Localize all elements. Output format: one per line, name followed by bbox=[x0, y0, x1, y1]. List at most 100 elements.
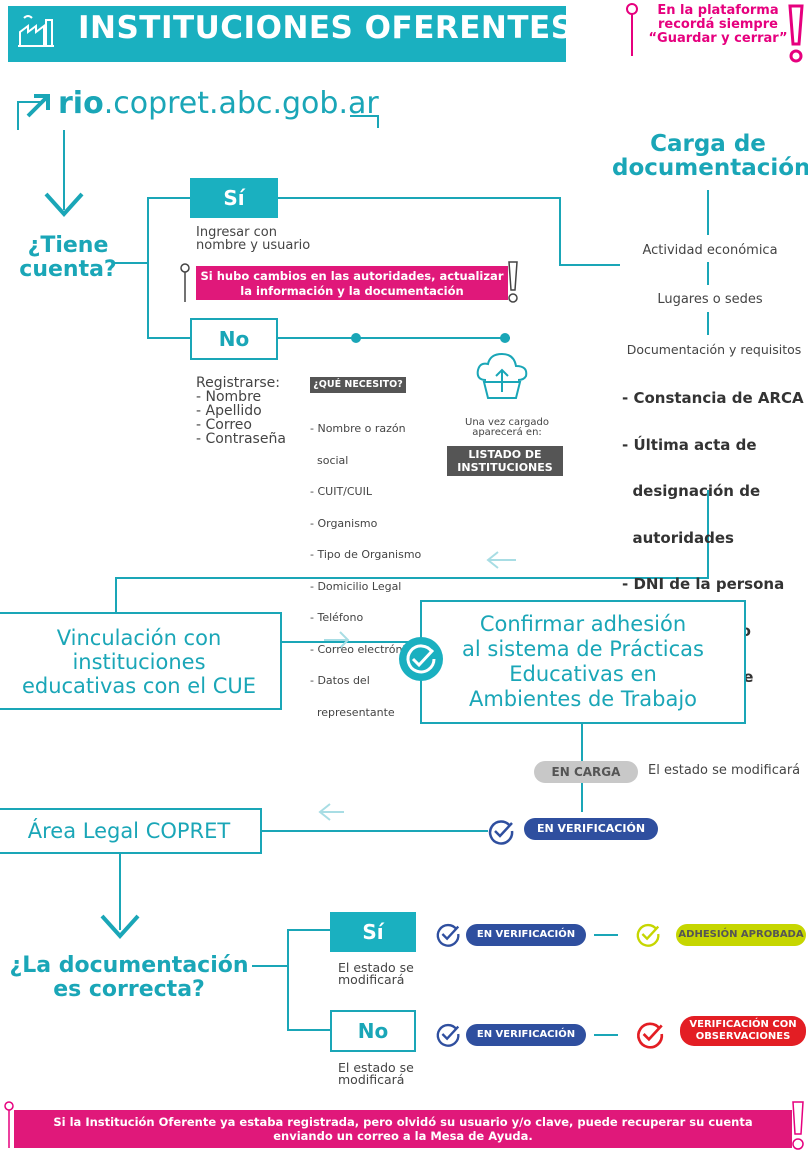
que-necesito-title: ¿QUÉ NECESITO? bbox=[310, 377, 406, 393]
factory-icon bbox=[18, 15, 54, 47]
confirmar-line-4: Ambientes de Trabajo bbox=[468, 687, 698, 711]
si-alert-banner: Si hubo cambios en las autoridades, actu… bbox=[196, 266, 508, 300]
vinculacion-box: Vinculación con instituciones educativas… bbox=[0, 612, 282, 710]
resultado-si-nota: El estado se modificará bbox=[338, 960, 414, 987]
check-circle-icon bbox=[399, 637, 443, 681]
reminder-line-2: recordá siempre bbox=[658, 17, 778, 32]
reminder-note: En la plataforma recordá siempre “Guarda… bbox=[648, 4, 788, 46]
que-necesito-list: - Nombre o razón social - CUIT/CUIL - Or… bbox=[310, 403, 421, 729]
que-necesito-item: representante bbox=[310, 705, 395, 719]
footer-line-2: enviando un correo a la Mesa de Ayuda. bbox=[273, 1129, 533, 1143]
que-necesito-item: - Organismo bbox=[310, 516, 378, 530]
que-necesito-item: - Datos del bbox=[310, 674, 370, 687]
listado-box-line-2: INSTITUCIONES bbox=[457, 461, 553, 474]
confirmar-line-3: Educativas en bbox=[509, 662, 657, 686]
pin-icon-left bbox=[180, 263, 190, 302]
listado-instituciones-box: LISTADO DE INSTITUCIONES bbox=[447, 446, 563, 476]
que-necesito-item: - CUIT/CUIL bbox=[310, 485, 372, 498]
carga-title: Carga de documentación bbox=[612, 131, 808, 181]
en-verificacion-badge: EN VERIFICACIÓN bbox=[524, 818, 658, 840]
confirmar-box: Confirmar adhesión al sistema de Práctic… bbox=[420, 600, 746, 724]
check-icon bbox=[488, 820, 514, 845]
doc-correcta-question: ¿La documentación es correcta? bbox=[6, 954, 252, 1002]
exclamation-icon-footer bbox=[792, 1101, 804, 1150]
tiene-cuenta-line-2: cuenta? bbox=[19, 257, 117, 282]
footer-banner: Si la Institución Oferente ya estaba reg… bbox=[14, 1110, 792, 1148]
url-bold: rio bbox=[58, 86, 104, 121]
si-instructions-line-2: nombre y usuario bbox=[196, 238, 311, 253]
que-necesito-item: social bbox=[310, 453, 349, 467]
tiene-cuenta-line-1: ¿Tiene bbox=[27, 233, 109, 258]
listado-box-line-1: LISTADO DE bbox=[468, 448, 542, 461]
carga-step-lugares: Lugares o sedes bbox=[657, 292, 763, 307]
platform-url[interactable]: rio.copret.abc.gob.ar bbox=[58, 86, 379, 121]
check-icon bbox=[436, 1023, 460, 1047]
estado-modificara-text: El estado se modificará bbox=[648, 763, 801, 778]
external-link-icon bbox=[26, 94, 50, 118]
check-icon bbox=[436, 923, 460, 947]
url-rest: .copret.abc.gob.ar bbox=[103, 86, 379, 121]
carga-title-line-1: Carga de bbox=[650, 131, 766, 157]
resultado-no-box: No bbox=[330, 1010, 416, 1052]
que-necesito-item: - Nombre o razón bbox=[310, 422, 406, 435]
registrarse-list: Registrarse: - Nombre - Apellido - Corre… bbox=[196, 376, 286, 446]
pin-icon bbox=[626, 3, 638, 56]
exclamation-icon bbox=[788, 4, 804, 63]
requisito-item: designación de bbox=[622, 482, 761, 500]
requisito-item: autoridades bbox=[622, 528, 734, 547]
vinculacion-line-1: Vinculación con bbox=[56, 626, 222, 650]
exclamation-icon-small bbox=[508, 261, 518, 303]
tiene-cuenta-question: ¿Tiene cuenta? bbox=[12, 234, 124, 282]
si-alert-line-1: Si hubo cambios en las autoridades, actu… bbox=[200, 269, 504, 283]
requisito-item: - Constancia de ARCA bbox=[622, 389, 804, 407]
verificacion-observaciones-badge: VERIFICACIÓN CON OBSERVACIONES bbox=[680, 1016, 806, 1046]
que-necesito-item: - Teléfono bbox=[310, 611, 364, 624]
no-box: No bbox=[190, 318, 278, 360]
reminder-line-1: En la plataforma bbox=[657, 3, 779, 18]
pin-icon-footer bbox=[4, 1101, 14, 1148]
que-necesito-item: - Domicilio Legal bbox=[310, 579, 402, 593]
area-legal-box: Área Legal COPRET bbox=[0, 808, 262, 854]
si-alert-line-2: la información y la documentación bbox=[240, 284, 464, 298]
listado-caption-line-1: Una vez cargado bbox=[465, 417, 549, 428]
vinculacion-line-2: instituciones bbox=[72, 650, 206, 674]
obs-line-1: VERIFICACIÓN CON bbox=[689, 1019, 797, 1030]
doc-correcta-line-1: ¿La documentación bbox=[9, 953, 249, 978]
registrarse-title: Registrarse: bbox=[196, 375, 280, 391]
nota-line-1: El estado se bbox=[338, 960, 414, 975]
nota-line-2: modificará bbox=[338, 972, 405, 987]
carga-title-line-2: documentación bbox=[612, 155, 808, 181]
registrarse-item: - Correo bbox=[196, 417, 252, 433]
nota-line-2: modificará bbox=[338, 1072, 405, 1087]
en-carga-badge: EN CARGA bbox=[534, 761, 638, 783]
reminder-line-3: “Guardar y cerrar” bbox=[648, 31, 788, 46]
si-instructions-line-1: Ingresar con bbox=[196, 225, 277, 240]
listado-caption-line-2: aparecerá en: bbox=[472, 427, 542, 438]
confirmar-line-1: Confirmar adhesión bbox=[479, 612, 687, 636]
registrarse-item: - Nombre bbox=[196, 389, 262, 405]
requisito-item: - DNI de la persona bbox=[622, 575, 785, 593]
obs-line-2: OBSERVACIONES bbox=[695, 1031, 791, 1042]
que-necesito-item: - Correo electrónico bbox=[310, 642, 419, 656]
check-observed-icon bbox=[637, 1022, 664, 1049]
cloud-upload-icon bbox=[476, 352, 528, 399]
registrarse-item: - Contraseña bbox=[196, 431, 286, 447]
requisito-item: - Última acta de bbox=[622, 435, 757, 454]
que-necesito-item: - Tipo de Organismo bbox=[310, 548, 422, 561]
page-title: INSTITUCIONES OFERENTES bbox=[78, 10, 574, 46]
adhesion-aprobada-badge: ADHESIÓN APROBADA bbox=[676, 924, 806, 946]
nota-line-1: El estado se bbox=[338, 1060, 414, 1075]
vinculacion-line-3: educativas con el CUE bbox=[21, 674, 257, 698]
footer-line-1: Si la Institución Oferente ya estaba reg… bbox=[53, 1115, 753, 1129]
carga-step-documentacion: Documentación y requisitos bbox=[626, 342, 802, 357]
doc-correcta-line-2: es correcta? bbox=[53, 977, 205, 1002]
listado-caption: Una vez cargado aparecerá en: bbox=[462, 418, 552, 438]
carga-step-actividad: Actividad económica bbox=[642, 243, 778, 258]
resultado-no-nota: El estado se modificará bbox=[338, 1060, 414, 1087]
header-banner bbox=[8, 6, 566, 62]
registrarse-item: - Apellido bbox=[196, 403, 262, 419]
si-en-verificacion-badge: EN VERIFICACIÓN bbox=[466, 924, 586, 946]
check-approved-icon bbox=[636, 923, 660, 947]
resultado-si-box: Sí bbox=[330, 912, 416, 952]
